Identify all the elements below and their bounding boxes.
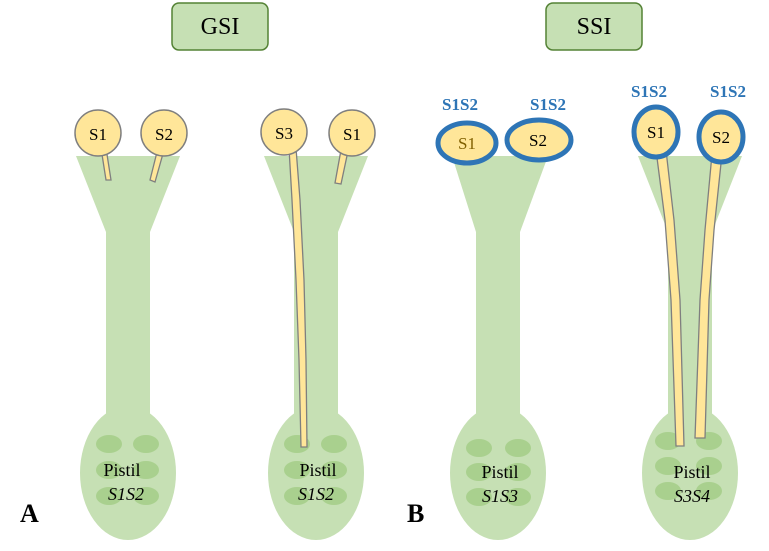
ovule xyxy=(96,461,122,479)
ovule xyxy=(321,487,347,505)
pistil-4: S1 S2 S1S2 S1S2 Pistil S3S4 xyxy=(631,82,746,540)
pollen-parent-genotype: S1S2 xyxy=(530,95,566,114)
pistil-style xyxy=(106,228,150,448)
ovules xyxy=(284,435,347,505)
panel-letter-b: B xyxy=(407,499,424,528)
ovule xyxy=(655,432,681,450)
pistil-label: Pistil xyxy=(673,462,710,482)
pollen-parent-genotype: S1S2 xyxy=(442,95,478,114)
pistil-3: S1 S2 S1S2 S1S2 Pistil S1S3 xyxy=(435,95,574,540)
pistil-genotype: S1S2 xyxy=(108,484,144,504)
pollen-parent-genotype: S1S2 xyxy=(710,82,746,101)
pollen-grain xyxy=(260,108,308,156)
ovule xyxy=(321,461,347,479)
ovules xyxy=(96,435,159,505)
ovule xyxy=(655,457,681,475)
ovule xyxy=(321,435,347,453)
pistil-1: S1 S2 Pistil S1S2 xyxy=(74,109,188,540)
ovule xyxy=(133,461,159,479)
ovule xyxy=(466,488,492,506)
ovule xyxy=(284,487,310,505)
pollen-grain xyxy=(140,109,188,157)
pollen-grain-coated xyxy=(504,117,574,163)
pollen-allele-label: S1 xyxy=(647,123,665,142)
ovule xyxy=(505,488,531,506)
ovules xyxy=(466,439,531,506)
panel-letter-a: A xyxy=(20,499,39,528)
gsi-header-box xyxy=(171,2,269,51)
pistil-stigma xyxy=(638,156,742,232)
pollen-tube-long xyxy=(288,147,308,448)
pollen-grain-coated xyxy=(631,104,681,160)
pollen-allele-label: S2 xyxy=(155,125,173,144)
ovule xyxy=(96,487,122,505)
pistil-genotype: S3S4 xyxy=(674,486,710,506)
ovule xyxy=(696,457,722,475)
pollen-allele-label: S1 xyxy=(89,125,107,144)
gsi-header-label: GSI xyxy=(201,14,240,40)
ovule xyxy=(466,439,492,457)
ovule xyxy=(466,463,492,481)
pistil-stigma xyxy=(76,156,180,232)
ovule xyxy=(133,487,159,505)
pollen-tube-long xyxy=(694,153,723,439)
pollen-allele-label: S2 xyxy=(712,128,730,147)
ovule xyxy=(133,435,159,453)
pistil-stigma xyxy=(452,156,548,232)
ovule xyxy=(505,463,531,481)
pollen-grain-coated xyxy=(435,120,499,166)
pistil-style xyxy=(476,228,520,448)
pistil-label: Pistil xyxy=(103,460,140,480)
pollen-tube-long xyxy=(655,149,685,447)
ssi-header: SSI xyxy=(545,2,643,51)
pistil-stigma xyxy=(264,156,368,232)
pistil-2: S3 S1 Pistil S1S2 xyxy=(260,108,376,540)
ovule xyxy=(696,482,722,500)
ovule xyxy=(655,482,681,500)
pistil-label: Pistil xyxy=(481,462,518,482)
ssi-header-label: SSI xyxy=(577,14,612,40)
pollen-parent-genotype: S1S2 xyxy=(631,82,667,101)
pollen-allele-label: S1 xyxy=(343,125,361,144)
ovule xyxy=(96,435,122,453)
pollen-allele-label: S2 xyxy=(529,131,547,150)
pollen-allele-label: S1 xyxy=(458,134,476,153)
ovule xyxy=(505,439,531,457)
pollen-grain xyxy=(74,109,122,157)
gsi-header: GSI xyxy=(171,2,269,51)
pollen-allele-label: S3 xyxy=(275,124,293,143)
ssi-header-box xyxy=(545,2,643,51)
pollen-grain xyxy=(328,109,376,157)
pistil-genotype: S1S2 xyxy=(298,484,334,504)
pistil-label: Pistil xyxy=(299,460,336,480)
pistil-genotype: S1S3 xyxy=(482,486,518,506)
pollen-grain-coated xyxy=(696,109,746,165)
ovule xyxy=(284,461,310,479)
